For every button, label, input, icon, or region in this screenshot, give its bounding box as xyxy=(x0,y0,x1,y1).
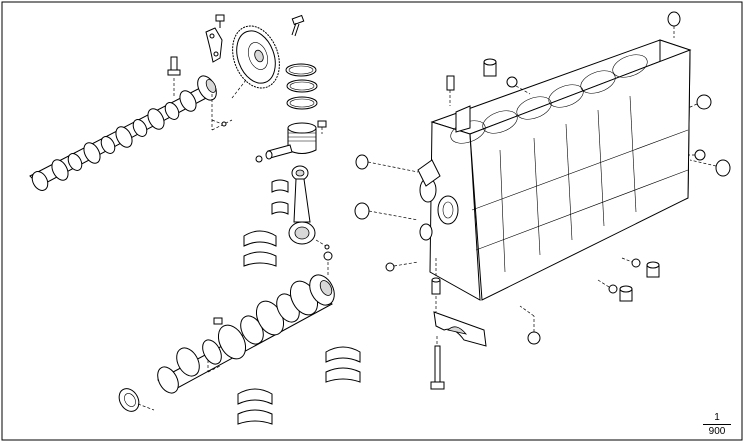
gear-bracket xyxy=(205,14,225,63)
core-plug xyxy=(689,159,731,177)
drain-plug xyxy=(621,257,641,268)
connecting-rod xyxy=(288,165,330,250)
core-plug xyxy=(688,149,706,161)
crankshaft xyxy=(157,251,335,394)
cap-bolt xyxy=(430,336,445,390)
piston-pin xyxy=(255,144,293,163)
rear-oil-seal xyxy=(118,388,155,412)
camshaft-bolt xyxy=(167,56,181,98)
drain-plug xyxy=(646,261,660,278)
camshaft-washer xyxy=(211,119,227,127)
drain-plug xyxy=(619,285,633,302)
core-plug xyxy=(385,261,419,272)
engine-block xyxy=(417,39,692,301)
main-bearing-cap xyxy=(431,258,487,347)
core-plug xyxy=(667,11,681,38)
drain-plug xyxy=(597,279,618,294)
page-number-total: 900 xyxy=(708,426,726,437)
core-plug xyxy=(446,75,455,106)
core-plug xyxy=(506,76,531,95)
page-number-sheet: 1 xyxy=(714,412,720,423)
piston-rings xyxy=(285,63,318,110)
main-bearing-shells xyxy=(325,346,361,383)
page-number-divider xyxy=(703,424,731,425)
gear-bolt xyxy=(291,14,305,37)
thrust-washers xyxy=(237,388,273,425)
piston xyxy=(287,120,327,154)
core-plug xyxy=(483,58,497,77)
core-plug xyxy=(687,94,712,110)
drain-plug xyxy=(519,305,541,345)
core-plug xyxy=(355,154,419,173)
rod-bearing-shells xyxy=(243,230,277,267)
page-number: 1 900 xyxy=(703,412,731,437)
rod-bushings xyxy=(271,179,289,215)
core-plugs xyxy=(354,11,731,272)
drain-plugs xyxy=(519,257,660,345)
core-plug xyxy=(354,202,419,221)
camshaft xyxy=(29,75,233,191)
timing-gear xyxy=(231,25,280,99)
